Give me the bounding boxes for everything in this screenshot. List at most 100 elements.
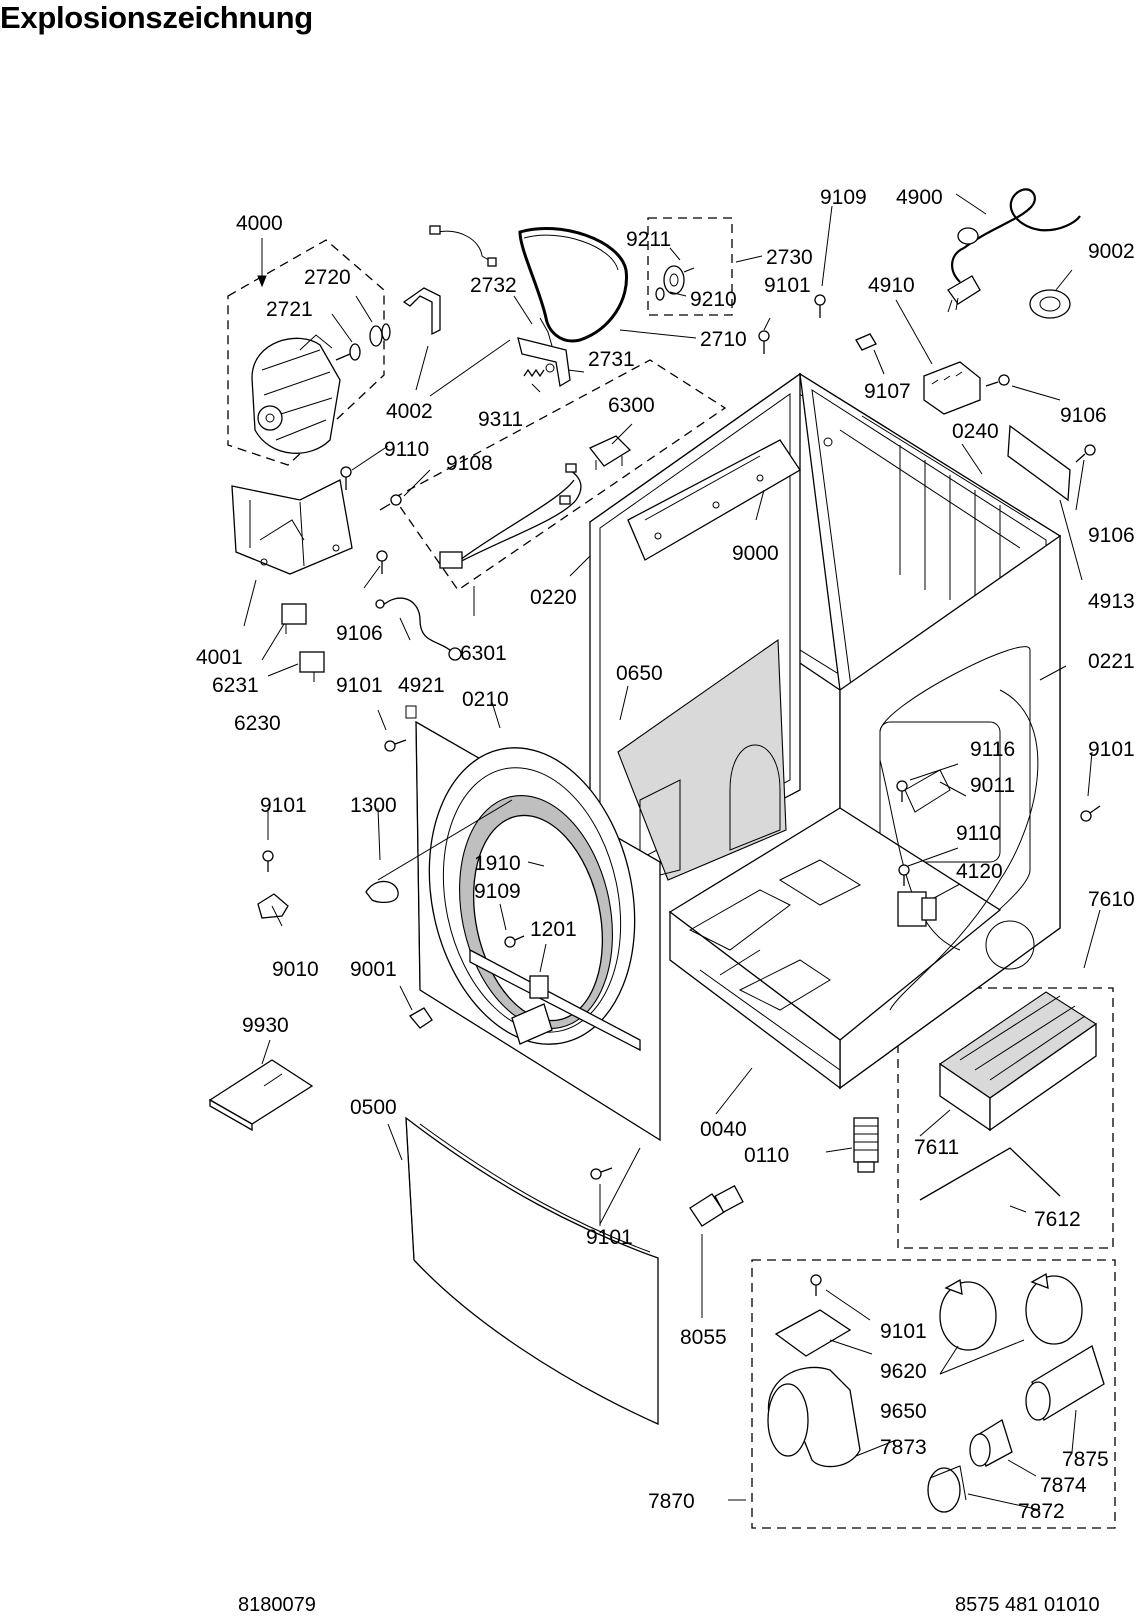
filter-rod bbox=[919, 1147, 1061, 1201]
callout-9101-vent: 9101 bbox=[880, 1320, 927, 1343]
callout-7875: 7875 bbox=[1062, 1448, 1109, 1471]
screws bbox=[262, 294, 1101, 1316]
callout-6300: 6300 bbox=[608, 394, 655, 417]
callout-4913: 4913 bbox=[1088, 590, 1135, 613]
callout-0221: 0221 bbox=[1088, 650, 1135, 673]
callout-9001: 9001 bbox=[350, 958, 397, 981]
callout-7873: 7873 bbox=[880, 1436, 927, 1459]
callout-9101-left: 9101 bbox=[336, 674, 383, 697]
callout-9101-top: 9101 bbox=[764, 274, 811, 297]
callout-1910: 1910 bbox=[474, 852, 521, 875]
footer-document-number: 8180079 bbox=[238, 1594, 316, 1616]
callout-9101-mid: 9101 bbox=[260, 794, 307, 817]
callout-4900: 4900 bbox=[896, 186, 943, 209]
lint-filter bbox=[617, 638, 787, 881]
hook-1300 bbox=[365, 880, 399, 904]
strain-relief bbox=[1029, 289, 1071, 319]
callout-7612: 7612 bbox=[1034, 1208, 1081, 1231]
terminal-block bbox=[923, 361, 981, 415]
filter-kit-group-box bbox=[897, 987, 1114, 1249]
vent-kit-parts bbox=[767, 1272, 1105, 1513]
harness-group-box bbox=[393, 359, 727, 591]
leader-lines bbox=[243, 193, 1101, 1511]
callout-4002: 4002 bbox=[386, 400, 433, 423]
callout-7870: 7870 bbox=[648, 1490, 695, 1513]
drive-belt bbox=[518, 227, 628, 343]
footer-part-number: 8575 481 01010 bbox=[955, 1594, 1100, 1616]
callout-1300: 1300 bbox=[350, 794, 397, 817]
top-bracket bbox=[627, 439, 801, 561]
callout-0040: 0040 bbox=[700, 1118, 747, 1141]
power-cord bbox=[947, 188, 1081, 313]
clip-9010 bbox=[257, 893, 289, 919]
leveling-foot bbox=[853, 1117, 879, 1173]
callout-7872: 7872 bbox=[1018, 1500, 1065, 1523]
callout-9211: 9211 bbox=[626, 228, 671, 251]
callout-labels: 4000 2720 2721 4002 2732 9211 9210 2730 … bbox=[196, 186, 1135, 1523]
callout-9107: 9107 bbox=[864, 380, 911, 403]
callout-9116: 9116 bbox=[970, 738, 1015, 761]
callout-7874: 7874 bbox=[1040, 1474, 1087, 1497]
callout-0240: 0240 bbox=[952, 420, 999, 443]
callout-4921: 4921 bbox=[398, 674, 445, 697]
callout-2721: 2721 bbox=[266, 298, 313, 321]
callout-9109-top: 9109 bbox=[820, 186, 867, 209]
sensor-lead bbox=[437, 230, 493, 263]
callout-9110-top: 9110 bbox=[384, 438, 429, 461]
motor-group-box bbox=[227, 239, 385, 466]
callout-9311: 9311 bbox=[478, 408, 523, 431]
callout-7610: 7610 bbox=[1088, 888, 1135, 911]
callout-9210: 9210 bbox=[690, 288, 737, 311]
idler-assembly bbox=[517, 265, 695, 388]
callout-9620: 9620 bbox=[880, 1360, 927, 1383]
callout-9000: 9000 bbox=[732, 542, 779, 565]
callout-0110: 0110 bbox=[744, 1144, 789, 1167]
callout-8055: 8055 bbox=[680, 1326, 727, 1349]
callout-4120: 4120 bbox=[956, 860, 1003, 883]
callout-1201: 1201 bbox=[530, 918, 577, 941]
ground-wire bbox=[381, 597, 453, 653]
motor-assembly bbox=[251, 287, 441, 454]
callout-6301: 6301 bbox=[460, 642, 507, 665]
callout-0210: 0210 bbox=[462, 688, 509, 711]
callout-9106-left: 9106 bbox=[336, 622, 383, 645]
hose-adapter bbox=[689, 1185, 744, 1227]
cabinet bbox=[588, 372, 1062, 1090]
callout-4001: 4001 bbox=[196, 646, 243, 669]
callout-9101-bottom: 9101 bbox=[586, 1226, 633, 1249]
wire-harness bbox=[439, 435, 632, 569]
callout-9106-right: 9106 bbox=[1088, 524, 1135, 547]
callout-9110-mid: 9110 bbox=[956, 822, 1001, 845]
callout-2720: 2720 bbox=[304, 266, 351, 289]
callout-0500: 0500 bbox=[350, 1096, 397, 1119]
callout-4910: 4910 bbox=[868, 274, 915, 297]
kick-panel bbox=[405, 1116, 659, 1426]
filter-drawer bbox=[939, 991, 1097, 1132]
callout-9011: 9011 bbox=[970, 774, 1015, 797]
callout-2710: 2710 bbox=[700, 328, 747, 351]
callout-9002: 9002 bbox=[1088, 240, 1135, 263]
exploded-view-diagram: 4000 2720 2721 4002 2732 9211 9210 2730 … bbox=[196, 186, 1135, 1529]
callout-6231: 6231 bbox=[212, 674, 259, 697]
callout-9930: 9930 bbox=[242, 1014, 289, 1037]
callout-7611: 7611 bbox=[914, 1136, 959, 1159]
terminal-cover bbox=[1007, 424, 1071, 502]
callout-0220: 0220 bbox=[530, 586, 577, 609]
callout-9106-right-top: 9106 bbox=[1060, 404, 1107, 427]
callout-2731: 2731 bbox=[588, 348, 635, 371]
motor-mount bbox=[231, 479, 353, 682]
callout-4000: 4000 bbox=[236, 212, 283, 235]
callout-2730: 2730 bbox=[766, 246, 813, 269]
page-title: Explosionszeichnung bbox=[0, 0, 313, 35]
callout-9010: 9010 bbox=[272, 958, 319, 981]
callout-9108: 9108 bbox=[446, 452, 493, 475]
vent-kit-group-box bbox=[751, 1259, 1116, 1529]
callout-2732: 2732 bbox=[470, 274, 517, 297]
callout-6230: 6230 bbox=[234, 712, 281, 735]
callout-0650: 0650 bbox=[616, 662, 663, 685]
front-panel bbox=[405, 705, 661, 1142]
clip-9001 bbox=[409, 1007, 433, 1029]
callout-9109-mid: 9109 bbox=[474, 880, 521, 903]
callout-9101-right: 9101 bbox=[1088, 738, 1135, 761]
manual-9930 bbox=[208, 1059, 314, 1132]
